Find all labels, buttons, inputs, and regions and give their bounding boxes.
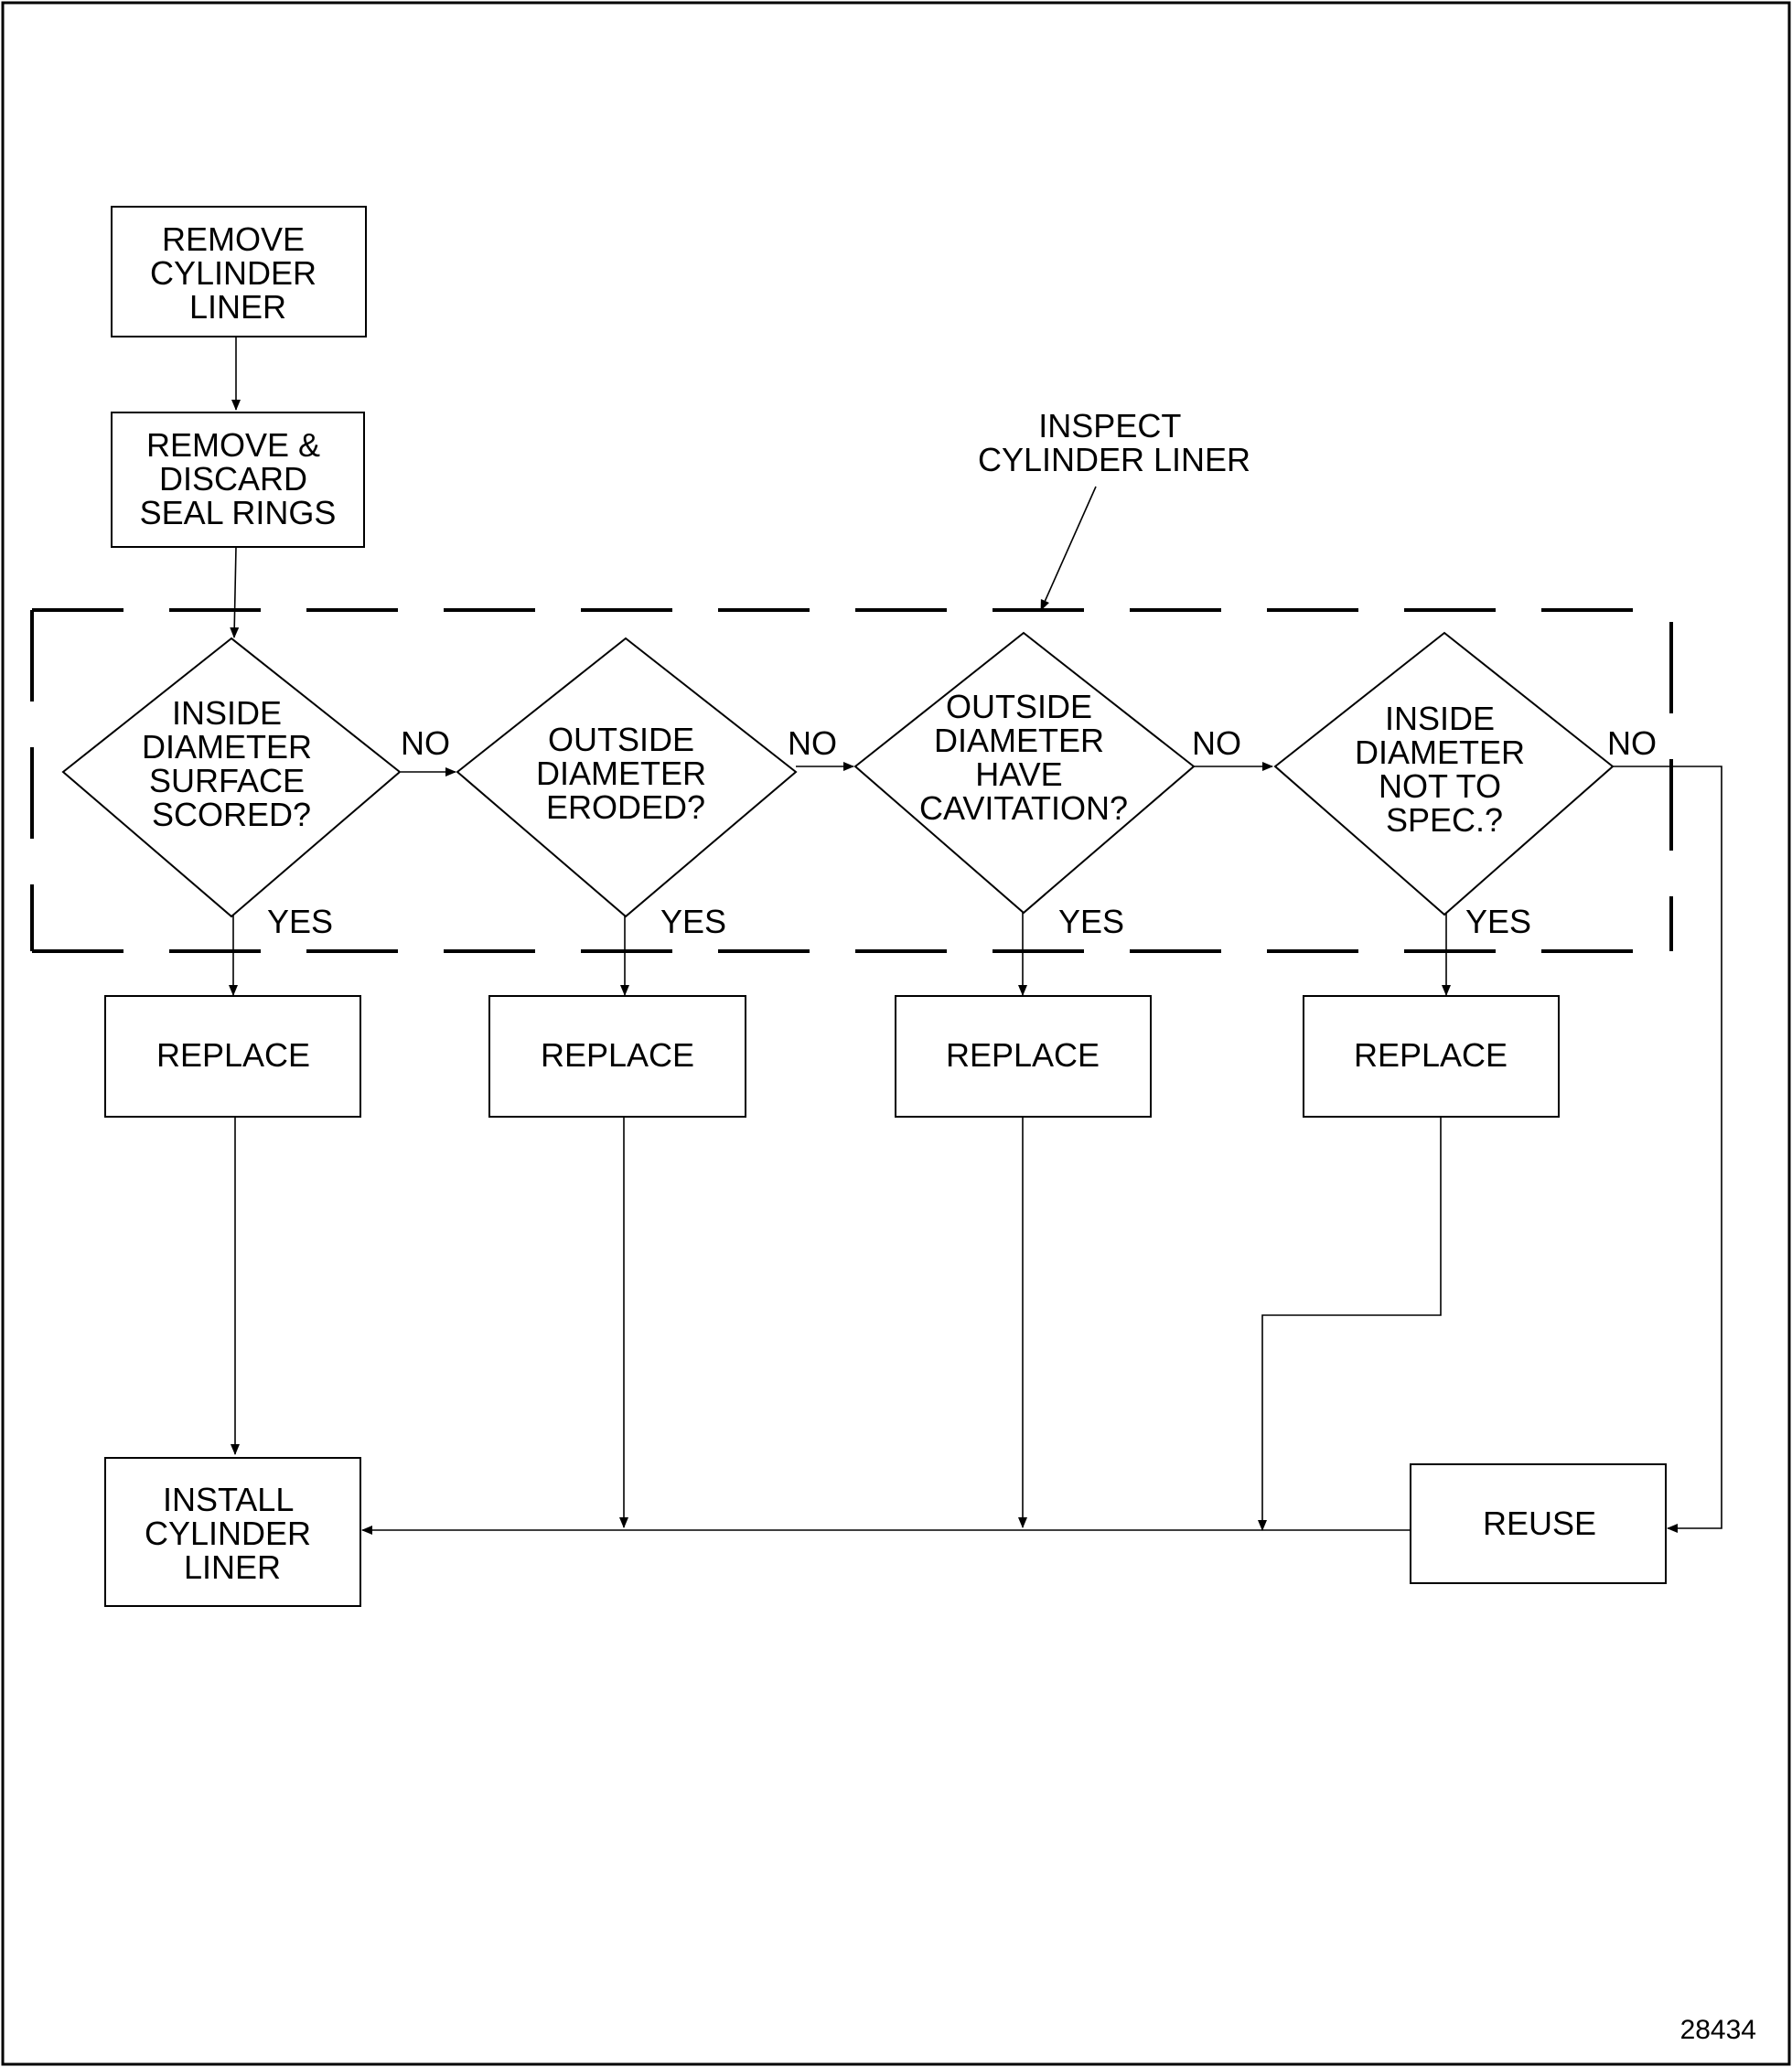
- remove-liner-label: REMOVE CYLINDER LINER: [150, 220, 326, 326]
- reuse-label: REUSE: [1483, 1505, 1596, 1542]
- yes-label-4: YES: [1465, 903, 1531, 940]
- connectors: [229, 337, 1722, 1535]
- decision-spec: [1273, 631, 1615, 916]
- replace-box-2: [488, 995, 746, 1118]
- remove-seals-label: REMOVE & DISCARD SEAL RINGS: [140, 426, 337, 531]
- decision-scored-label: INSIDE DIAMETER SURFACE SCORED?: [142, 694, 321, 833]
- replace-label-4: REPLACE: [1354, 1036, 1508, 1074]
- decision-eroded: [456, 637, 798, 918]
- replace-label-1: REPLACE: [156, 1036, 310, 1074]
- no-label-1: NO: [401, 724, 450, 762]
- decision-cavitation: [853, 631, 1196, 915]
- figure-number: 28434: [1680, 2015, 1756, 2045]
- no-label-4: NO: [1607, 724, 1657, 762]
- inspect-label: INSPECT CYLINDER LINER: [978, 407, 1250, 478]
- decision-scored: [61, 637, 402, 918]
- decision-spec-label: INSIDE DIAMETER NOT TO SPEC.?: [1355, 700, 1534, 839]
- no-label-3: NO: [1192, 724, 1241, 762]
- replace-box-1: [104, 995, 361, 1118]
- install-box: [104, 1457, 361, 1607]
- decision-cavitation-label: OUTSIDE DIAMETER HAVE CAVITATION?: [919, 688, 1128, 827]
- decision-eroded-label: OUTSIDE DIAMETER ERODED?: [536, 721, 715, 826]
- yes-label-1: YES: [267, 903, 333, 940]
- yes-label-3: YES: [1058, 903, 1124, 940]
- replace-box-4: [1303, 995, 1560, 1118]
- replace-box-3: [895, 995, 1152, 1118]
- yes-label-2: YES: [660, 903, 726, 940]
- reuse-box: [1410, 1463, 1667, 1584]
- install-label: INSTALL CYLINDER LINER: [145, 1481, 320, 1586]
- no-label-2: NO: [788, 724, 837, 762]
- inspect-pointer: [1040, 486, 1097, 611]
- remove-seals-box: [111, 412, 365, 548]
- replace-label-3: REPLACE: [946, 1036, 1100, 1074]
- inspect-region: [30, 608, 1673, 953]
- replace-label-2: REPLACE: [541, 1036, 694, 1074]
- remove-liner-box: [111, 206, 367, 337]
